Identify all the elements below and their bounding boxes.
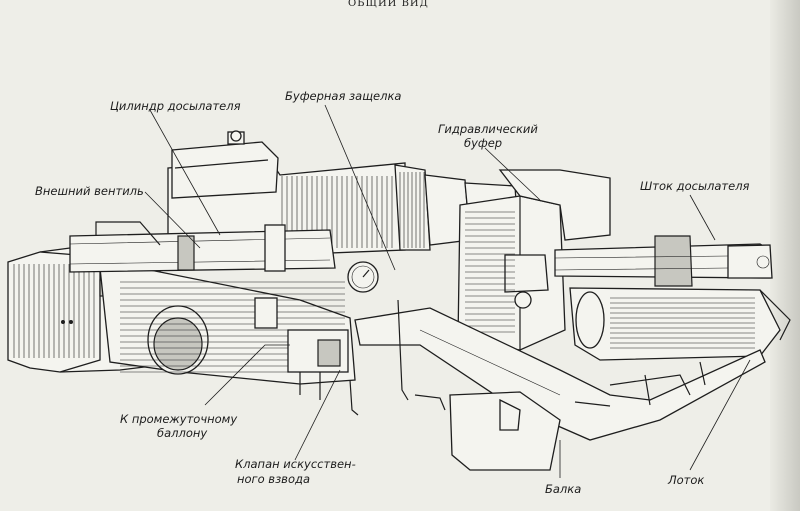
- label-tray: Лоток: [667, 473, 704, 487]
- label-beam: Балка: [545, 482, 581, 496]
- central-block: [457, 169, 611, 351]
- label-rammer-rod: Шток досылателя: [640, 179, 750, 193]
- beam: [354, 307, 766, 441]
- leader-lines: [144, 104, 751, 478]
- label-to-intermediate-line2: баллону: [157, 426, 207, 440]
- label-cocking-valve-line2: ного взвода: [237, 472, 310, 486]
- rammer-rod: [554, 235, 773, 287]
- label-rammer-cylinder: Цилиндр досылателя: [110, 99, 241, 113]
- tray-levers: [574, 361, 706, 407]
- pressure-gauge: [347, 261, 379, 293]
- lower-block: [449, 391, 561, 471]
- label-buffer-latch: Буферная защелка: [285, 89, 401, 103]
- label-hydraulic-buffer-line2: буфер: [464, 136, 502, 150]
- page-edge: [770, 0, 800, 511]
- valve-tube: [69, 221, 336, 273]
- cocking-valve-block: [254, 297, 446, 416]
- label-cocking-valve-line1: Клапан искусствен-: [235, 457, 356, 471]
- lower-right-assembly: [569, 287, 791, 361]
- label-hydraulic-buffer-line1: Гидравлический: [438, 122, 538, 136]
- label-to-intermediate-line1: К промежуточному: [120, 412, 237, 426]
- header-title: ОБЩИЙ ВИД: [348, 0, 429, 9]
- label-external-valve: Внешний вентиль: [35, 184, 144, 198]
